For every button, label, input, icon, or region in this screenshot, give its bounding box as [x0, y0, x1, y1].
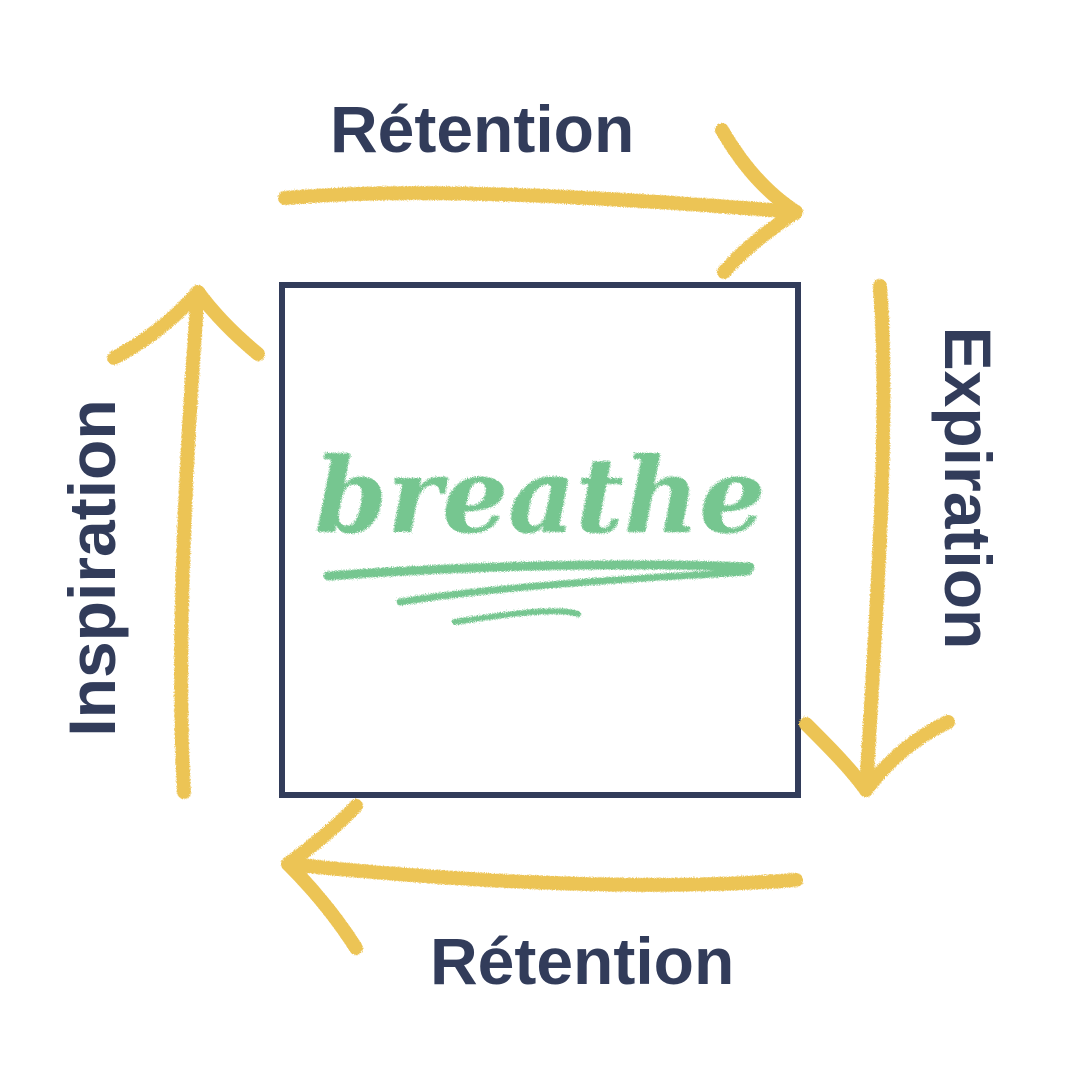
breathe-underline: [323, 560, 755, 625]
label-right-expiration: Expiration: [931, 326, 1005, 650]
center-square: [279, 282, 801, 798]
arrow-up-icon: [107, 285, 265, 799]
arrow-left-icon: [281, 799, 803, 955]
arrow-right-icon: [278, 123, 803, 279]
breathe-text: breathe: [315, 434, 766, 557]
breathe-logo: breathe: [315, 434, 766, 625]
label-left-inspiration: Inspiration: [55, 399, 129, 737]
arrow-down-icon: [799, 279, 955, 797]
label-top-retention: Rétention: [330, 92, 635, 166]
label-bottom-retention: Rétention: [430, 924, 735, 998]
